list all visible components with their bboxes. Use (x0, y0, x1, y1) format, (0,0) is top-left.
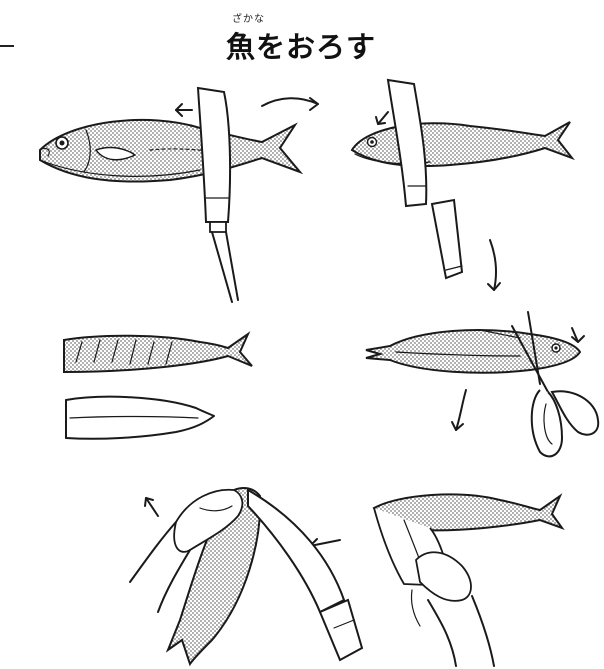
step-1-fish-head-cut (40, 88, 318, 302)
fish-fillet-knife-icon (130, 488, 362, 664)
step-2-fish-head-remove (352, 80, 572, 290)
fish-scissors-belly-icon (366, 312, 598, 456)
fish-fillets-icon (64, 334, 252, 439)
step-6-fillets (64, 334, 252, 439)
step-3-fish-scissors (366, 312, 598, 456)
step-5-fillet-knife (130, 488, 362, 664)
fish-head-remove-icon (352, 80, 572, 290)
fish-head-cut-icon (40, 88, 318, 302)
